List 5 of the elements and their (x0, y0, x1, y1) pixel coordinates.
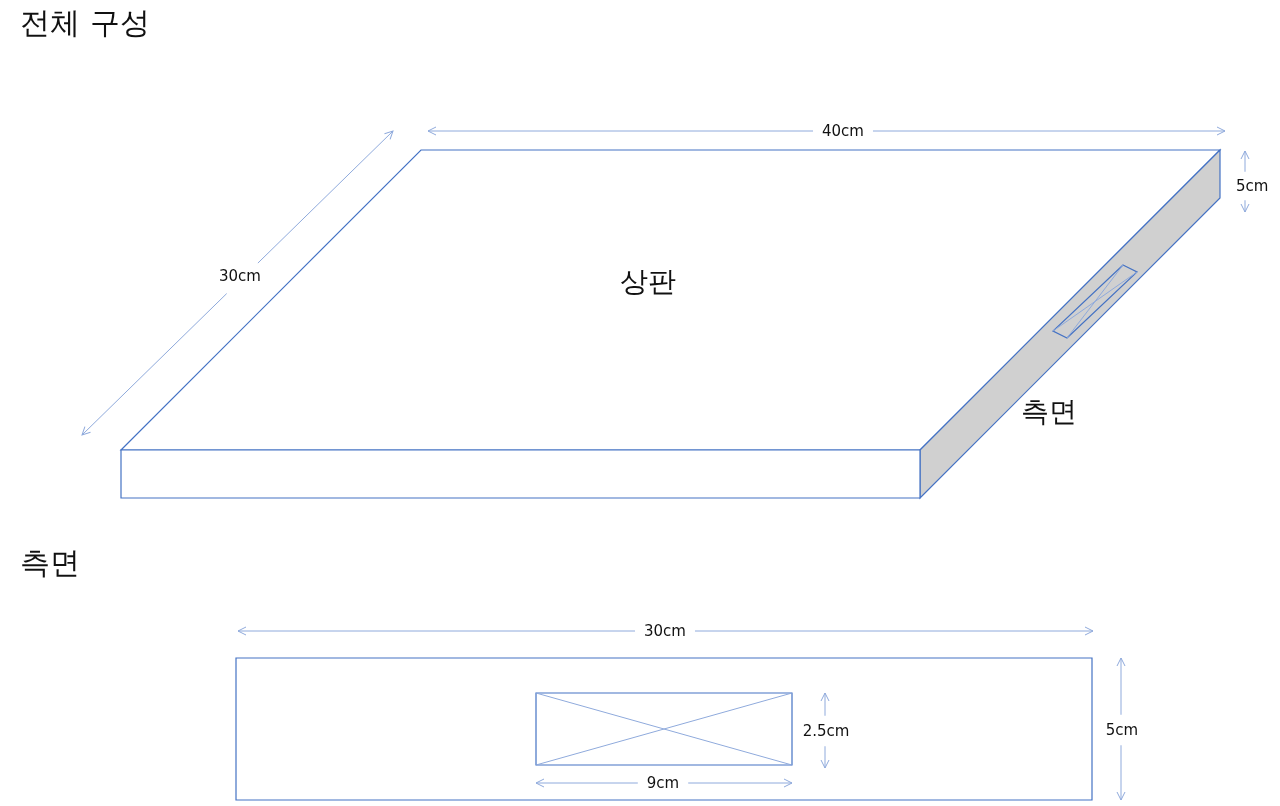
section-heading: 측면 (20, 548, 80, 578)
dimension-label: 5cm (1236, 177, 1269, 195)
face-label: 측면 (1021, 398, 1077, 426)
title: 전체 구성 (20, 8, 150, 38)
panel-label: 상판 (620, 268, 676, 296)
